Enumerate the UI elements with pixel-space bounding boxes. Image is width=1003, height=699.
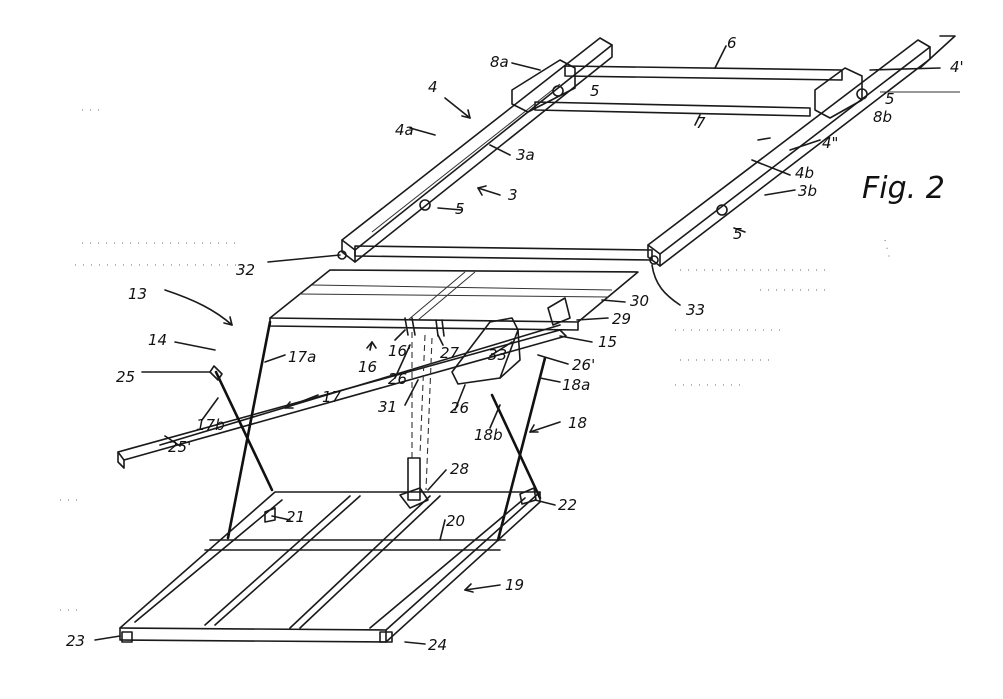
label-28: 28	[450, 460, 469, 478]
label-4a: 4a	[395, 121, 414, 139]
label-16-prime: 16'	[388, 342, 411, 360]
label-20: 20	[446, 512, 465, 530]
label-15: 15	[598, 333, 617, 351]
label-3b: 3b	[798, 182, 817, 200]
label-8a: 8a	[490, 53, 509, 71]
scissor-supports	[209, 320, 547, 542]
label-5-top: 5	[590, 82, 600, 100]
label-26-upper: 26	[388, 370, 407, 388]
label-7: 7	[696, 114, 706, 132]
label-21: 21	[286, 508, 305, 526]
label-32: 32	[236, 261, 255, 279]
label-22: 22	[558, 496, 577, 514]
label-29: 29	[612, 310, 631, 328]
label-4-prime: 4'	[950, 58, 964, 76]
label-5-right: 5	[885, 90, 895, 108]
label-30: 30	[630, 292, 649, 310]
label-4b: 4b	[795, 164, 814, 182]
hatching	[60, 109, 891, 611]
label-3a: 3a	[516, 146, 535, 164]
label-25: 25	[116, 368, 135, 386]
label-13: 13	[128, 285, 147, 303]
label-5-right-lower: 5	[733, 225, 743, 243]
label-4-double-prime: 4"	[822, 134, 838, 152]
upper-frame	[337, 35, 960, 267]
label-4: 4	[428, 78, 438, 96]
label-24: 24	[428, 636, 447, 654]
label-3: 3	[508, 186, 518, 204]
label-6: 6	[727, 34, 737, 52]
label-18b: 18b	[474, 426, 503, 444]
label-17a: 17a	[288, 348, 316, 366]
lower-frame	[119, 487, 541, 643]
label-17: 17	[322, 388, 342, 406]
label-8b: 8b	[873, 108, 892, 126]
label-23: 23	[66, 632, 85, 650]
label-31: 31	[378, 398, 397, 416]
label-17b: 17b	[196, 416, 225, 434]
label-26-lower: 26	[450, 399, 469, 417]
figure-label: Fig. 2	[862, 171, 945, 206]
label-14: 14	[148, 331, 167, 349]
leader-lines	[94, 45, 941, 645]
label-25-prime: 25'	[168, 438, 191, 456]
label-5-left: 5	[455, 200, 465, 218]
label-16: 16	[358, 358, 377, 376]
label-18: 18	[568, 414, 587, 432]
label-27: 27	[440, 344, 460, 362]
reference-labels: 4 4a 8a 6 4' 5 5 8b 7 3a 4" 4b 3 3b 5 5 …	[66, 34, 964, 654]
label-33-mid: 33	[488, 346, 507, 364]
label-33-top: 33	[686, 301, 705, 319]
label-18a: 18a	[562, 376, 590, 394]
label-19: 19	[505, 576, 524, 594]
label-26-prime: 26'	[572, 356, 595, 374]
middle-frame	[117, 269, 639, 469]
